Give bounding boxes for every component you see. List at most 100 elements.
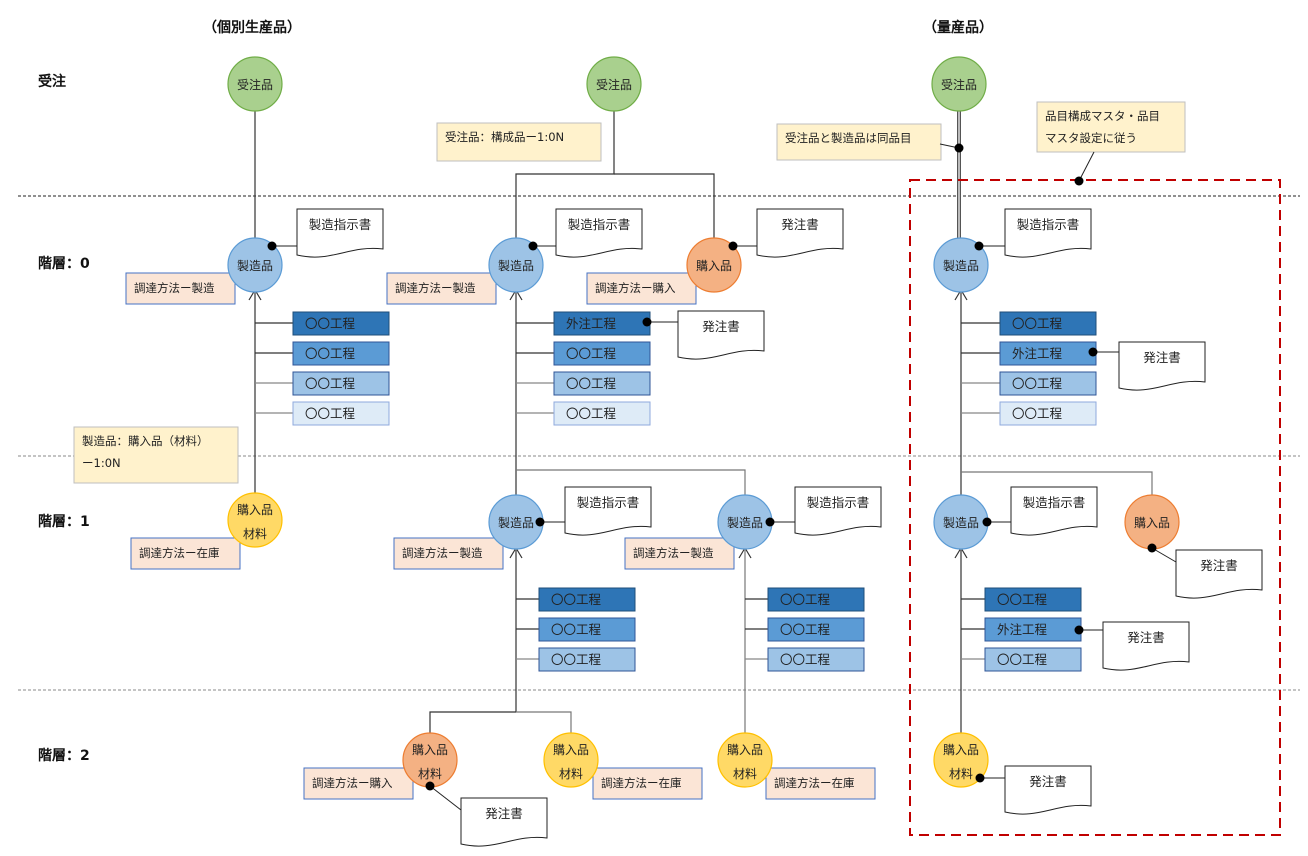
node-mfg[interactable]: 製造品 [227,237,283,293]
connector [614,173,715,240]
process-box[interactable]: 〇〇工程 [984,587,1082,612]
process-label: 〇〇工程 [305,406,356,421]
document-d4[interactable]: 発注書 [642,310,765,360]
node-circle [586,56,642,112]
node-buy[interactable]: 購入品 [686,237,742,293]
process-box-bg [999,371,1097,396]
method-bg [130,537,241,570]
mass-production-scope-box [909,179,1281,836]
process-label: 〇〇工程 [566,346,617,361]
node-mfg[interactable]: 製造品 [488,237,544,293]
connector [516,711,572,734]
document-shape [1118,341,1206,391]
process-label: 外注工程 [997,622,1048,637]
process-box-bg [292,311,390,336]
document-d6[interactable]: 製造指示書 [765,486,882,536]
process-box[interactable]: 〇〇工程 [292,311,390,336]
procurement-methods: 調達方法ー製造調達方法ー在庫調達方法ー製造調達方法ー購入調達方法ー製造調達方法ー… [125,272,876,800]
header-individual: （個別生産品） [203,19,301,36]
process-label: 〇〇工程 [780,592,831,607]
node-label: 製造品 [498,516,534,530]
document-d12[interactable]: 発注書 [1074,621,1190,671]
node-order[interactable]: 受注品 [586,56,642,112]
process-box-bg [292,401,390,426]
node-mfg[interactable]: 製造品 [488,494,544,550]
note-text: 製造品：購入品（材料） [82,434,209,448]
note-text: マスタ設定に従う [1045,131,1137,145]
process-box[interactable]: 〇〇工程 [553,371,651,396]
process-box[interactable]: 外注工程 [984,617,1082,642]
process-box[interactable]: 〇〇工程 [538,587,636,612]
node-order[interactable]: 受注品 [931,56,987,112]
connection-dot [267,241,277,251]
node-circle [227,56,283,112]
process-box[interactable]: 〇〇工程 [292,371,390,396]
process-box[interactable]: 〇〇工程 [553,401,651,426]
connection-dot [982,517,992,527]
node-buy[interactable]: 購入品 [1124,494,1180,550]
node-mfg[interactable]: 製造品 [717,494,773,550]
process-box[interactable]: 〇〇工程 [767,617,865,642]
process-box[interactable]: 外注工程 [553,311,651,336]
method-bg [303,767,414,800]
connection-dot [1074,625,1084,635]
document-d13[interactable]: 発注書 [975,765,1092,815]
node-circle [686,237,742,293]
process-label: 〇〇工程 [305,376,356,391]
connection-dot [528,241,538,251]
node-mfg[interactable]: 製造品 [933,494,989,550]
connector [961,471,1153,496]
document-shape [1102,621,1190,671]
document-label: 発注書 [1029,774,1067,789]
document-leader [1151,547,1177,563]
process-box[interactable]: 〇〇工程 [538,617,636,642]
process-label: 〇〇工程 [1012,406,1063,421]
document-d10[interactable]: 製造指示書 [982,486,1098,536]
connection-dot [535,517,545,527]
document-d1[interactable]: 製造指示書 [267,208,384,258]
document-d8[interactable]: 製造指示書 [974,208,1092,258]
connector [515,108,615,240]
process-box[interactable]: 〇〇工程 [984,647,1082,672]
document-d5[interactable]: 製造指示書 [535,486,652,536]
document-d2[interactable]: 製造指示書 [528,208,643,258]
process-box-bg [538,587,636,612]
process-label: 〇〇工程 [305,346,356,361]
procurement-method-box: 調達方法ー製造 [386,272,497,305]
process-box[interactable]: 〇〇工程 [292,341,390,366]
note-anchor-dot [954,143,964,153]
node-order[interactable]: 受注品 [227,56,283,112]
process-box[interactable]: 〇〇工程 [999,371,1097,396]
process-box[interactable]: 〇〇工程 [553,341,651,366]
method-text: 調達方法ー製造 [395,281,476,295]
node-mfg[interactable]: 製造品 [933,237,989,293]
document-d11[interactable]: 発注書 [1147,543,1263,599]
documents: 製造指示書製造指示書発注書発注書製造指示書製造指示書発注書製造指示書発注書製造指… [267,208,1263,847]
process-label: 〇〇工程 [566,376,617,391]
process-box[interactable]: 外注工程 [999,341,1097,366]
document-label: 製造指示書 [577,495,640,510]
process-box[interactable]: 〇〇工程 [767,647,865,672]
process-box[interactable]: 〇〇工程 [999,401,1097,426]
document-d3[interactable]: 発注書 [728,208,844,258]
process-box[interactable]: 〇〇工程 [999,311,1097,336]
method-bg [386,272,497,305]
document-d9[interactable]: 発注書 [1088,341,1206,391]
process-label: 〇〇工程 [997,652,1048,667]
process-box[interactable]: 〇〇工程 [292,401,390,426]
node-circle [933,237,989,293]
method-text: 調達方法ー製造 [134,281,215,295]
node-label: 購入品 [1134,516,1170,530]
process-box[interactable]: 〇〇工程 [767,587,865,612]
process-box-bg [553,401,651,426]
method-bg [393,537,504,570]
document-label: 製造指示書 [1023,495,1086,510]
process-box[interactable]: 〇〇工程 [538,647,636,672]
document-d7[interactable]: 発注書 [425,781,548,847]
process-label: 〇〇工程 [780,652,831,667]
